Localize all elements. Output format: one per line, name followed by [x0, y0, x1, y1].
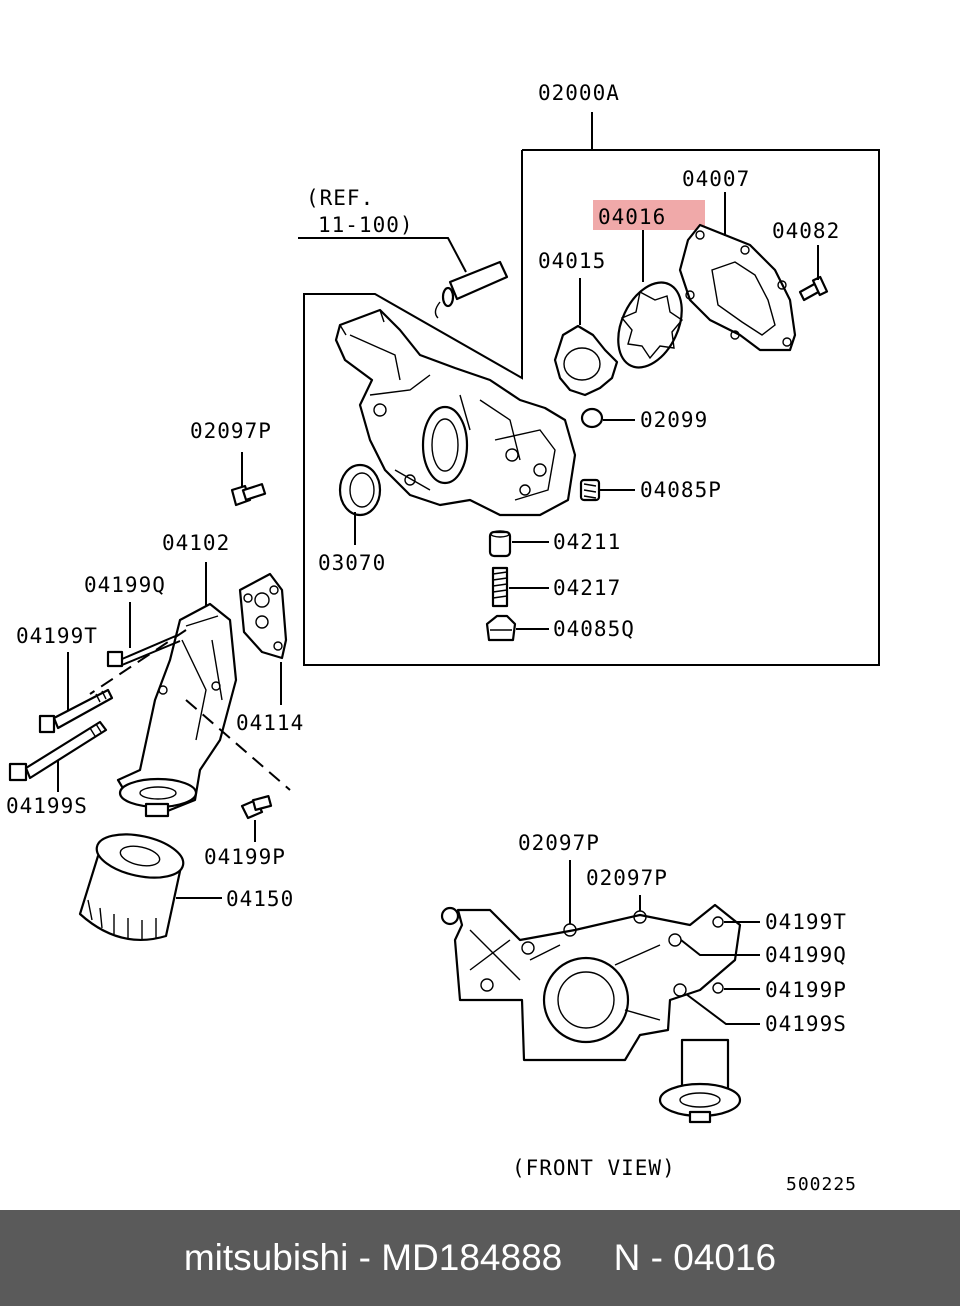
- label-03070[interactable]: 03070: [318, 551, 386, 575]
- bolt-04199s: [8, 720, 108, 782]
- label-04016[interactable]: 04016: [598, 205, 666, 229]
- label-fv-02097p-b[interactable]: 02097P: [586, 866, 668, 890]
- sealant-tube: [434, 260, 509, 319]
- label-ref-line1: (REF.: [306, 186, 374, 210]
- label-04085q[interactable]: 04085Q: [553, 617, 635, 641]
- bolt-04199p: [240, 794, 273, 820]
- label-04211[interactable]: 04211: [553, 530, 621, 554]
- label-fv-04199t[interactable]: 04199T: [765, 910, 847, 934]
- label-02099[interactable]: 02099: [640, 408, 708, 432]
- label-04199q[interactable]: 04199Q: [84, 573, 166, 597]
- footer-text: mitsubishi - MD184888 N - 04016: [183, 1237, 777, 1278]
- label-04199t[interactable]: 04199T: [16, 624, 98, 648]
- gasket-04114: [238, 572, 288, 660]
- highlight-04016: [593, 200, 705, 230]
- screw-04082: [798, 275, 829, 302]
- plug-04085q: [485, 614, 517, 642]
- plug-04085p: [579, 478, 601, 502]
- outer-rotor-04016: [617, 281, 684, 369]
- label-04007[interactable]: 04007: [682, 167, 750, 191]
- label-fv-04199p[interactable]: 04199P: [765, 978, 847, 1002]
- front-view-caption: (FRONT VIEW): [512, 1156, 676, 1180]
- bolt-02097p: [230, 483, 267, 507]
- label-04199s[interactable]: 04199S: [6, 794, 88, 818]
- inner-rotor-04015: [553, 324, 619, 397]
- label-02097p[interactable]: 02097P: [190, 419, 272, 443]
- oil-strainer-04102: [116, 602, 238, 818]
- pump-cover-04007: [678, 223, 797, 352]
- footer-banner: mitsubishi - MD184888 N - 04016: [0, 1210, 960, 1306]
- label-04114[interactable]: 04114: [236, 711, 304, 735]
- parts-diagram: 02000A (REF. 11-100) 03070 04015: [6, 81, 880, 1195]
- plunger-04211: [488, 530, 512, 558]
- oil-pump-body: [334, 308, 577, 517]
- label-fv-04199s[interactable]: 04199S: [765, 1012, 847, 1036]
- label-fv-02097p-a[interactable]: 02097P: [518, 831, 600, 855]
- label-02000a[interactable]: 02000A: [538, 81, 620, 105]
- label-ref-line2: 11-100): [318, 213, 414, 237]
- spring-04217: [491, 566, 509, 608]
- assembly-frame: [303, 112, 880, 666]
- oil-seal-03070: [338, 463, 382, 517]
- o-ring-02099: [580, 407, 604, 429]
- label-04085p[interactable]: 04085P: [640, 478, 722, 502]
- label-fv-04199q[interactable]: 04199Q: [765, 943, 847, 967]
- bolt-04199t: [38, 688, 114, 734]
- bolt-04199q: [106, 634, 181, 668]
- diagram-code: 500225: [786, 1174, 857, 1195]
- label-04102[interactable]: 04102: [162, 531, 230, 555]
- label-04015[interactable]: 04015: [538, 249, 606, 273]
- label-04217[interactable]: 04217: [553, 576, 621, 600]
- label-04150[interactable]: 04150: [226, 887, 294, 911]
- label-04199p[interactable]: 04199P: [204, 845, 286, 869]
- front-view-drawing: [440, 903, 742, 1124]
- label-04082[interactable]: 04082: [772, 219, 840, 243]
- oil-filter-04150: [78, 833, 185, 941]
